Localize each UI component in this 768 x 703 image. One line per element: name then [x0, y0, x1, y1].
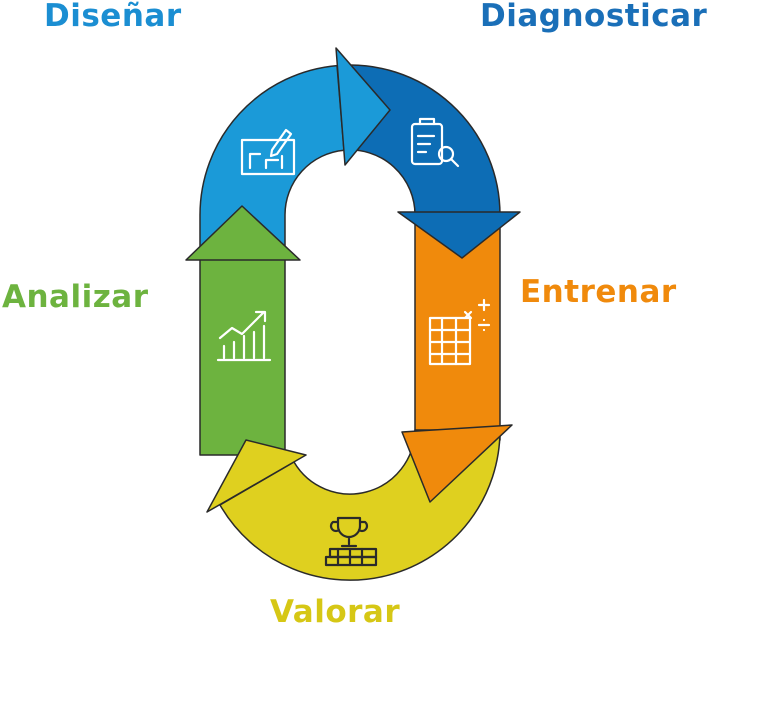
disenar-band	[199, 64, 345, 251]
clipboard-search-icon	[410, 117, 460, 168]
stage-description-diagnosticar: Identificar con precisión las necesidade…	[480, 40, 626, 108]
blueprint-pencil-icon	[240, 128, 296, 176]
valorar-arrowhead	[206, 439, 307, 513]
entrenar-arrowhead	[401, 424, 513, 503]
stage-title-analizar: Analizar	[2, 279, 149, 315]
stage-title-disenar: Diseñar	[44, 0, 182, 34]
stage-title-entrenar: Entrenar	[520, 274, 677, 310]
books-math-icon	[428, 298, 491, 366]
stage-description-entrenar: Desarrollar competencias y medir el prog…	[520, 316, 702, 367]
growth-chart-icon	[216, 310, 272, 362]
stage-description-valorar: Medir los logros y el impacto del apoyo …	[252, 642, 468, 676]
analizar-arrowhead	[185, 205, 301, 261]
trophy-books-icon	[324, 516, 378, 567]
stage-title-diagnosticar: Diagnosticar	[480, 0, 708, 34]
stage-title-valorar: Valorar	[270, 594, 401, 630]
stage-description-disenar: Crear planes de mejora personalizados qu…	[65, 45, 229, 96]
disenar-arrowhead	[335, 47, 391, 166]
analizar-band	[199, 249, 286, 456]
stage-description-analizar: Examinar los datos con inteligencia y te…	[39, 320, 185, 388]
diagnosticar-arrowhead	[397, 211, 521, 259]
